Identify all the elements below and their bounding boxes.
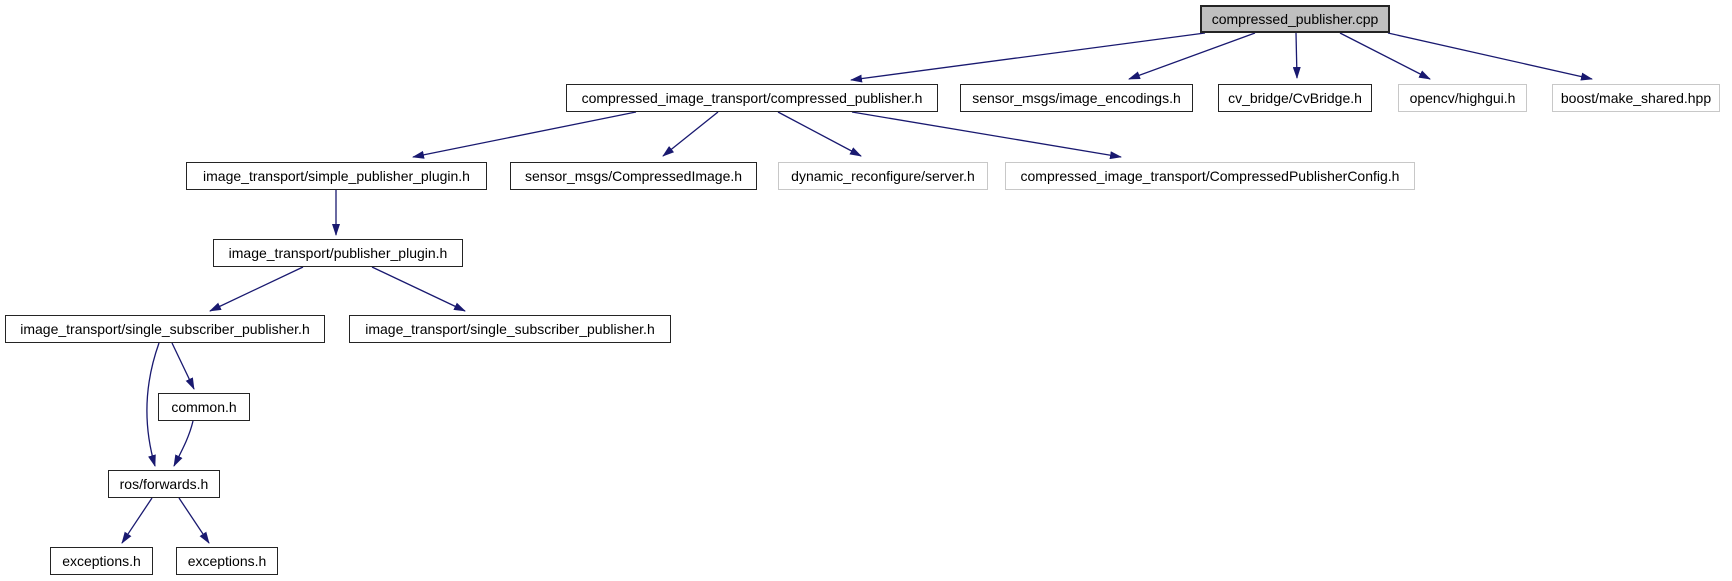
edge-single-subscriber-publisher-1-to-ros-forwards — [146, 342, 160, 467]
node-compressed-publisher-h[interactable]: compressed_image_transport/compressed_pu… — [566, 84, 938, 112]
node-dynamic-reconfigure-server-h: dynamic_reconfigure/server.h — [778, 162, 988, 190]
node-opencv-highgui-h: opencv/highgui.h — [1398, 84, 1527, 112]
node-single-subscriber-publisher-h-1[interactable]: image_transport/single_subscriber_publis… — [5, 315, 325, 343]
node-compressed-publisher-cpp: compressed_publisher.cpp — [1200, 5, 1390, 33]
edge-single-subscriber-publisher-1-to-common — [171, 342, 195, 390]
node-image-encodings-h[interactable]: sensor_msgs/image_encodings.h — [960, 84, 1193, 112]
edge-compressed-publisher-h-to-compressed-publisher-config — [851, 111, 1122, 160]
edge-publisher-plugin-to-single-subscriber-publisher-1 — [209, 266, 304, 312]
edge-compressed-publisher-h-to-dynamic-reconfigure-server — [777, 111, 862, 157]
node-compressed-publisher-config-h: compressed_image_transport/CompressedPub… — [1005, 162, 1415, 190]
node-exceptions-h-2[interactable]: exceptions.h — [176, 547, 278, 575]
node-exceptions-h-1[interactable]: exceptions.h — [50, 547, 153, 575]
edge-compressed-publisher-h-to-simple-publisher-plugin — [412, 111, 637, 159]
node-common-h[interactable]: common.h — [158, 393, 250, 421]
node-simple-publisher-plugin-h[interactable]: image_transport/simple_publisher_plugin.… — [186, 162, 487, 190]
node-cvbridge-h[interactable]: cv_bridge/CvBridge.h — [1218, 84, 1372, 112]
edge-ros-forwards-to-exceptions-1 — [121, 497, 153, 544]
node-single-subscriber-publisher-h-2[interactable]: image_transport/single_subscriber_publis… — [349, 315, 671, 343]
node-publisher-plugin-h[interactable]: image_transport/publisher_plugin.h — [213, 239, 463, 267]
edge-common-to-ros-forwards — [173, 420, 194, 467]
edge-cpp-to-image-encodings — [1128, 32, 1256, 80]
edge-publisher-plugin-to-single-subscriber-publisher-2 — [371, 266, 466, 312]
node-boost-make-shared-hpp: boost/make_shared.hpp — [1552, 84, 1720, 112]
edge-compressed-publisher-h-to-compressed-image — [662, 111, 719, 157]
edge-ros-forwards-to-exceptions-2 — [178, 497, 210, 544]
edge-cpp-to-highgui — [1339, 32, 1431, 80]
node-ros-forwards-h[interactable]: ros/forwards.h — [108, 470, 220, 498]
node-compressed-image-h[interactable]: sensor_msgs/CompressedImage.h — [510, 162, 757, 190]
edge-cpp-to-compressed-publisher-h — [850, 32, 1206, 83]
edge-cpp-to-make-shared — [1387, 32, 1593, 81]
edge-cpp-to-cvbridge — [1292, 32, 1301, 79]
